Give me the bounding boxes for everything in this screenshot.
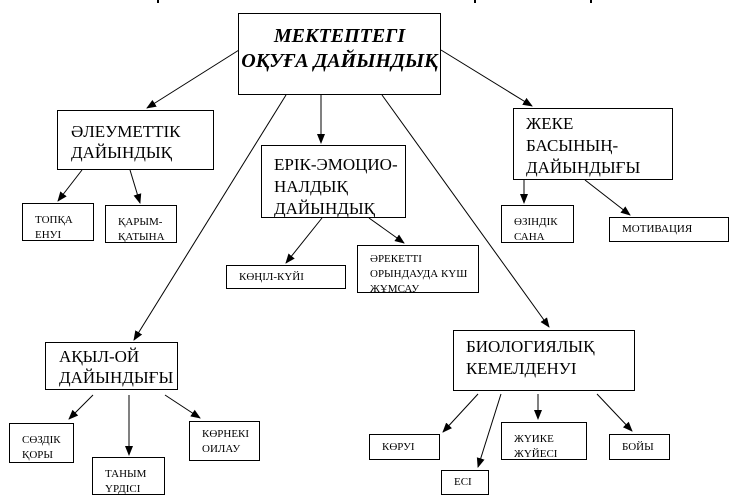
arrow-root-to-social [146,49,240,109]
branch-node-label: ЕРІК-ЭМОЦИО- НАЛДЫҚ ДАЙЫНДЫҚ [274,155,398,219]
arrow-volitional-to-effort [368,217,405,244]
leaf-node-label: СӨЗДІК ҚОРЫ [22,434,61,461]
leaf-node-label: БОЙЫ [622,440,654,453]
arrow-social-to-communication [129,169,142,204]
leaf-node-memory: ЕСІ [441,470,489,495]
branch-node-social-readiness: ӘЛЕУМЕТТІК ДАЙЫНДЫҚ [57,110,214,170]
arrow-intellectual-to-vocabulary [68,394,94,420]
arrow-personal-to-motivation [584,179,631,216]
root-node-school-readiness: МЕКТЕПТЕГІ ОҚУҒА ДАЙЫНДЫҚ [238,13,441,95]
leaf-node-label: КӨРУІ [382,440,415,453]
arrow-biological-to-height [596,393,633,432]
arrow-intellectual-to-visual [164,394,201,419]
branch-node-volitional-emotional-readiness: ЕРІК-ЭМОЦИО- НАЛДЫҚ ДАЙЫНДЫҚ [261,145,406,218]
arrow-biological-to-memory [476,393,502,468]
leaf-node-self-awareness: ӨЗІНДІК САНА [501,205,574,243]
branch-node-label: ЖЕКЕ БАСЫНЫҢ- ДАЙЫНДЫҒЫ [526,114,641,178]
leaf-node-mood: КӨҢІЛ-КҮЙІ [226,265,346,289]
branch-node-biological-maturity: БИОЛОГИЯЛЫҚ КЕМЕЛДЕНУІ [453,330,635,391]
cropped-text-fragment [474,0,476,3]
leaf-node-visual-thinking: КӨРНЕКІ ОИЛАУ [189,421,260,461]
arrow-biological-to-vision [442,393,479,433]
branch-node-label: БИОЛОГИЯЛЫҚ КЕМЕЛДЕНУІ [466,337,595,379]
leaf-node-label: ЖҮИКЕ ЖҮЙЕСІ [514,433,558,460]
leaf-node-motivation: МОТИВАЦИЯ [609,217,729,242]
leaf-node-label: КӨҢІЛ-КҮЙІ [239,270,304,283]
root-node-label: МЕКТЕПТЕГІ ОҚУҒА ДАЙЫНДЫҚ [241,25,438,72]
leaf-node-cognitive-process: ТАНЫМ ҮРДІСІ [92,457,165,495]
leaf-node-label: ӘРЕКЕТТІ ОРЫНДАУДА КҮШ ЖҰМСАУ [370,253,468,295]
arrow-root-to-intellectual [133,94,287,341]
leaf-node-label: ЕСІ [454,476,472,489]
leaf-node-label: МОТИВАЦИЯ [622,223,693,236]
leaf-node-joining-group: ТОПҚА ЕНУІ [22,203,94,241]
arrow-root-to-biological [381,94,550,328]
arrow-volitional-to-mood [285,217,323,264]
branch-node-label: АҚЫЛ-ОЙ ДАЙЫНДЫҒЫ [59,347,174,388]
leaf-node-label: ҚАРЫМ- ҚАТЫНА [118,216,165,243]
arrow-root-to-personal [440,49,533,107]
branch-node-intellectual-readiness: АҚЫЛ-ОЙ ДАЙЫНДЫҒЫ [45,342,178,390]
branch-node-label: ӘЛЕУМЕТТІК ДАЙЫНДЫҚ [71,122,181,163]
leaf-node-vocabulary: СӨЗДІК ҚОРЫ [9,423,74,463]
leaf-node-effort-in-action: ӘРЕКЕТТІ ОРЫНДАУДА КҮШ ЖҰМСАУ [357,245,479,295]
leaf-node-nervous-system: ЖҮИКЕ ЖҮЙЕСІ [501,422,587,460]
leaf-node-label: ТАНЫМ ҮРДІСІ [105,468,147,495]
cropped-text-fragment [157,0,159,3]
leaf-node-vision: КӨРУІ [369,434,440,460]
leaf-node-label: ӨЗІНДІК САНА [514,216,558,243]
leaf-node-height: БОЙЫ [609,434,670,460]
cropped-text-fragment [590,0,592,3]
leaf-node-communication: ҚАРЫМ- ҚАТЫНА [105,205,177,243]
arrow-social-to-joining [57,169,83,202]
leaf-node-label: ТОПҚА ЕНУІ [35,214,73,241]
leaf-node-label: КӨРНЕКІ ОИЛАУ [202,428,250,455]
branch-node-personal-readiness: ЖЕКЕ БАСЫНЫҢ- ДАЙЫНДЫҒЫ [513,108,673,180]
